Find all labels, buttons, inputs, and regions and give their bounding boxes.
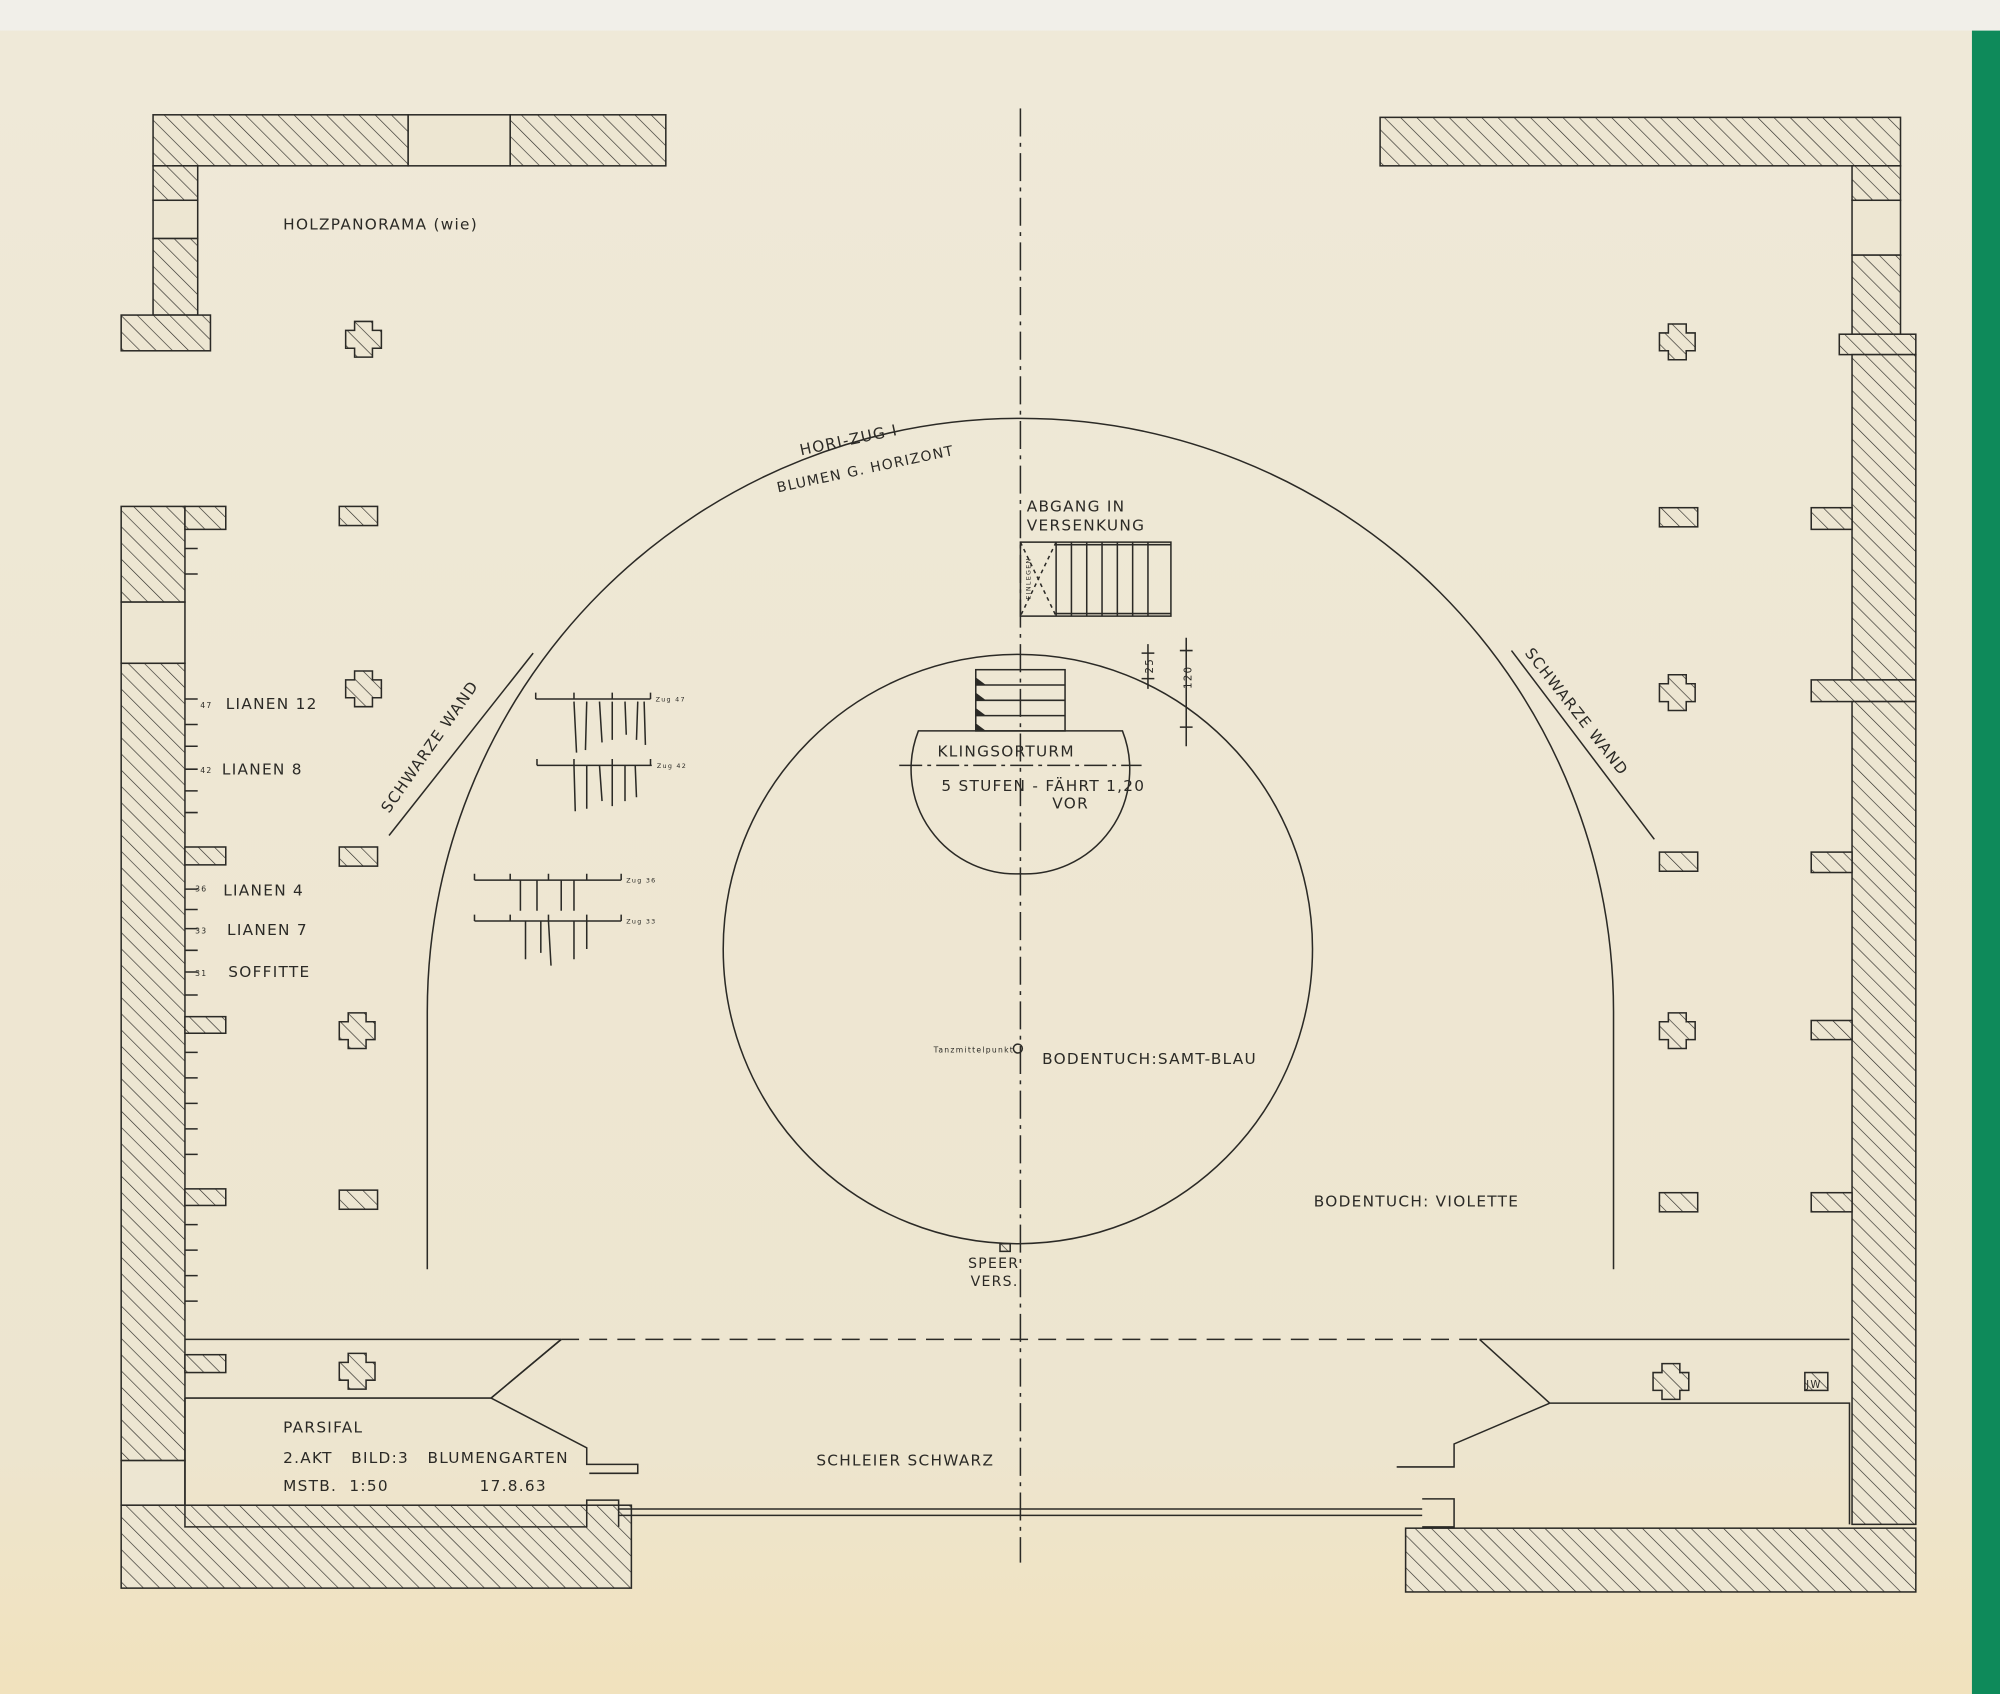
stufen-label: 5 STUFEN - FÄHRT 1,20 (941, 776, 1145, 795)
batten-label: LIANEN 12 (226, 695, 318, 713)
bodentuch-violett-label: BODENTUCH: VIOLETTE (1314, 1193, 1519, 1211)
klingsorturm-label: KLINGSORTURM (938, 742, 1075, 760)
right-walls (618, 116, 1917, 1593)
title-block: PARSIFAL 2.AKT BILD:3 BLUMENGARTEN MSTB.… (283, 1419, 569, 1496)
batten-number: 42 (200, 766, 212, 775)
zug-label: Zug 33 (626, 918, 656, 926)
act-scene-label: 2.AKT BILD:3 BLUMENGARTEN (283, 1449, 569, 1467)
zug-label: Zug 36 (626, 877, 656, 885)
holzpanorama-label: HOLZPANORAMA (wie) (283, 216, 478, 234)
batten-label: LIANEN 7 (227, 921, 308, 939)
batten-list: 47 LIANEN 12 42 LIANEN 8 36 LIANEN 4 33 … (195, 695, 318, 981)
pillars (338, 320, 1829, 1401)
batten-label: LIANEN 4 (223, 881, 304, 899)
zug-label: Zug 42 (657, 762, 687, 770)
paper-sheet (0, 30, 1978, 1694)
green-tape (1971, 30, 2000, 1694)
abgang-label-line2: VERSENKUNG (1027, 517, 1145, 535)
bodentuch-samt-label: BODENTUCH:SAMT-BLAU (1042, 1050, 1257, 1068)
left-walls (120, 114, 667, 1589)
batten-label: SOFFITTE (228, 963, 310, 981)
vor-label: VOR (1052, 795, 1089, 813)
einlegen-label: EINLEGEN (1025, 557, 1033, 599)
zug-lianen-sketches (473, 692, 652, 966)
tanzmittelpunkt-label: Tanzmittelpunkt (933, 1045, 1014, 1054)
batten-number: 31 (195, 969, 207, 978)
production-title: PARSIFAL (283, 1419, 363, 1437)
speer-label-line1: SPEER (968, 1256, 1019, 1272)
batten-number: 36 (195, 885, 207, 894)
schwarze-wand-left-line (388, 652, 534, 836)
zug-labels: Zug 47 Zug 42 Zug 36 Zug 33 (626, 696, 687, 926)
dance-floor-circle (722, 653, 1314, 1245)
dance-center-mark (1012, 1043, 1024, 1054)
batten-number: 47 (200, 701, 212, 710)
scale-label: MSTB. 1:50 (283, 1477, 389, 1495)
batten-label: LIANEN 8 (222, 760, 303, 778)
abgang-versenkung-stairs (1019, 541, 1172, 617)
abgang-label-line1: ABGANG IN (1027, 498, 1126, 516)
schwarze-wand-right-line (1510, 650, 1655, 840)
dimension-120: 120 (1183, 666, 1194, 689)
batten-number: 33 (195, 927, 207, 936)
initials-mark: JW (1805, 1380, 1822, 1391)
dimension-lines (1141, 637, 1193, 747)
horizon-cyclorama (426, 417, 1615, 1270)
klingsorturm (899, 668, 1142, 875)
batten-ticks (184, 547, 198, 1302)
date-label: 17.8.63 (480, 1477, 547, 1495)
zug-label: Zug 47 (656, 696, 686, 704)
schleier-label: SCHLEIER SCHWARZ (816, 1452, 994, 1470)
speer-label-line2: VERS. (971, 1274, 1019, 1290)
speer-trap-mark (999, 1242, 1011, 1253)
dimension-25: 25 (1145, 658, 1156, 674)
